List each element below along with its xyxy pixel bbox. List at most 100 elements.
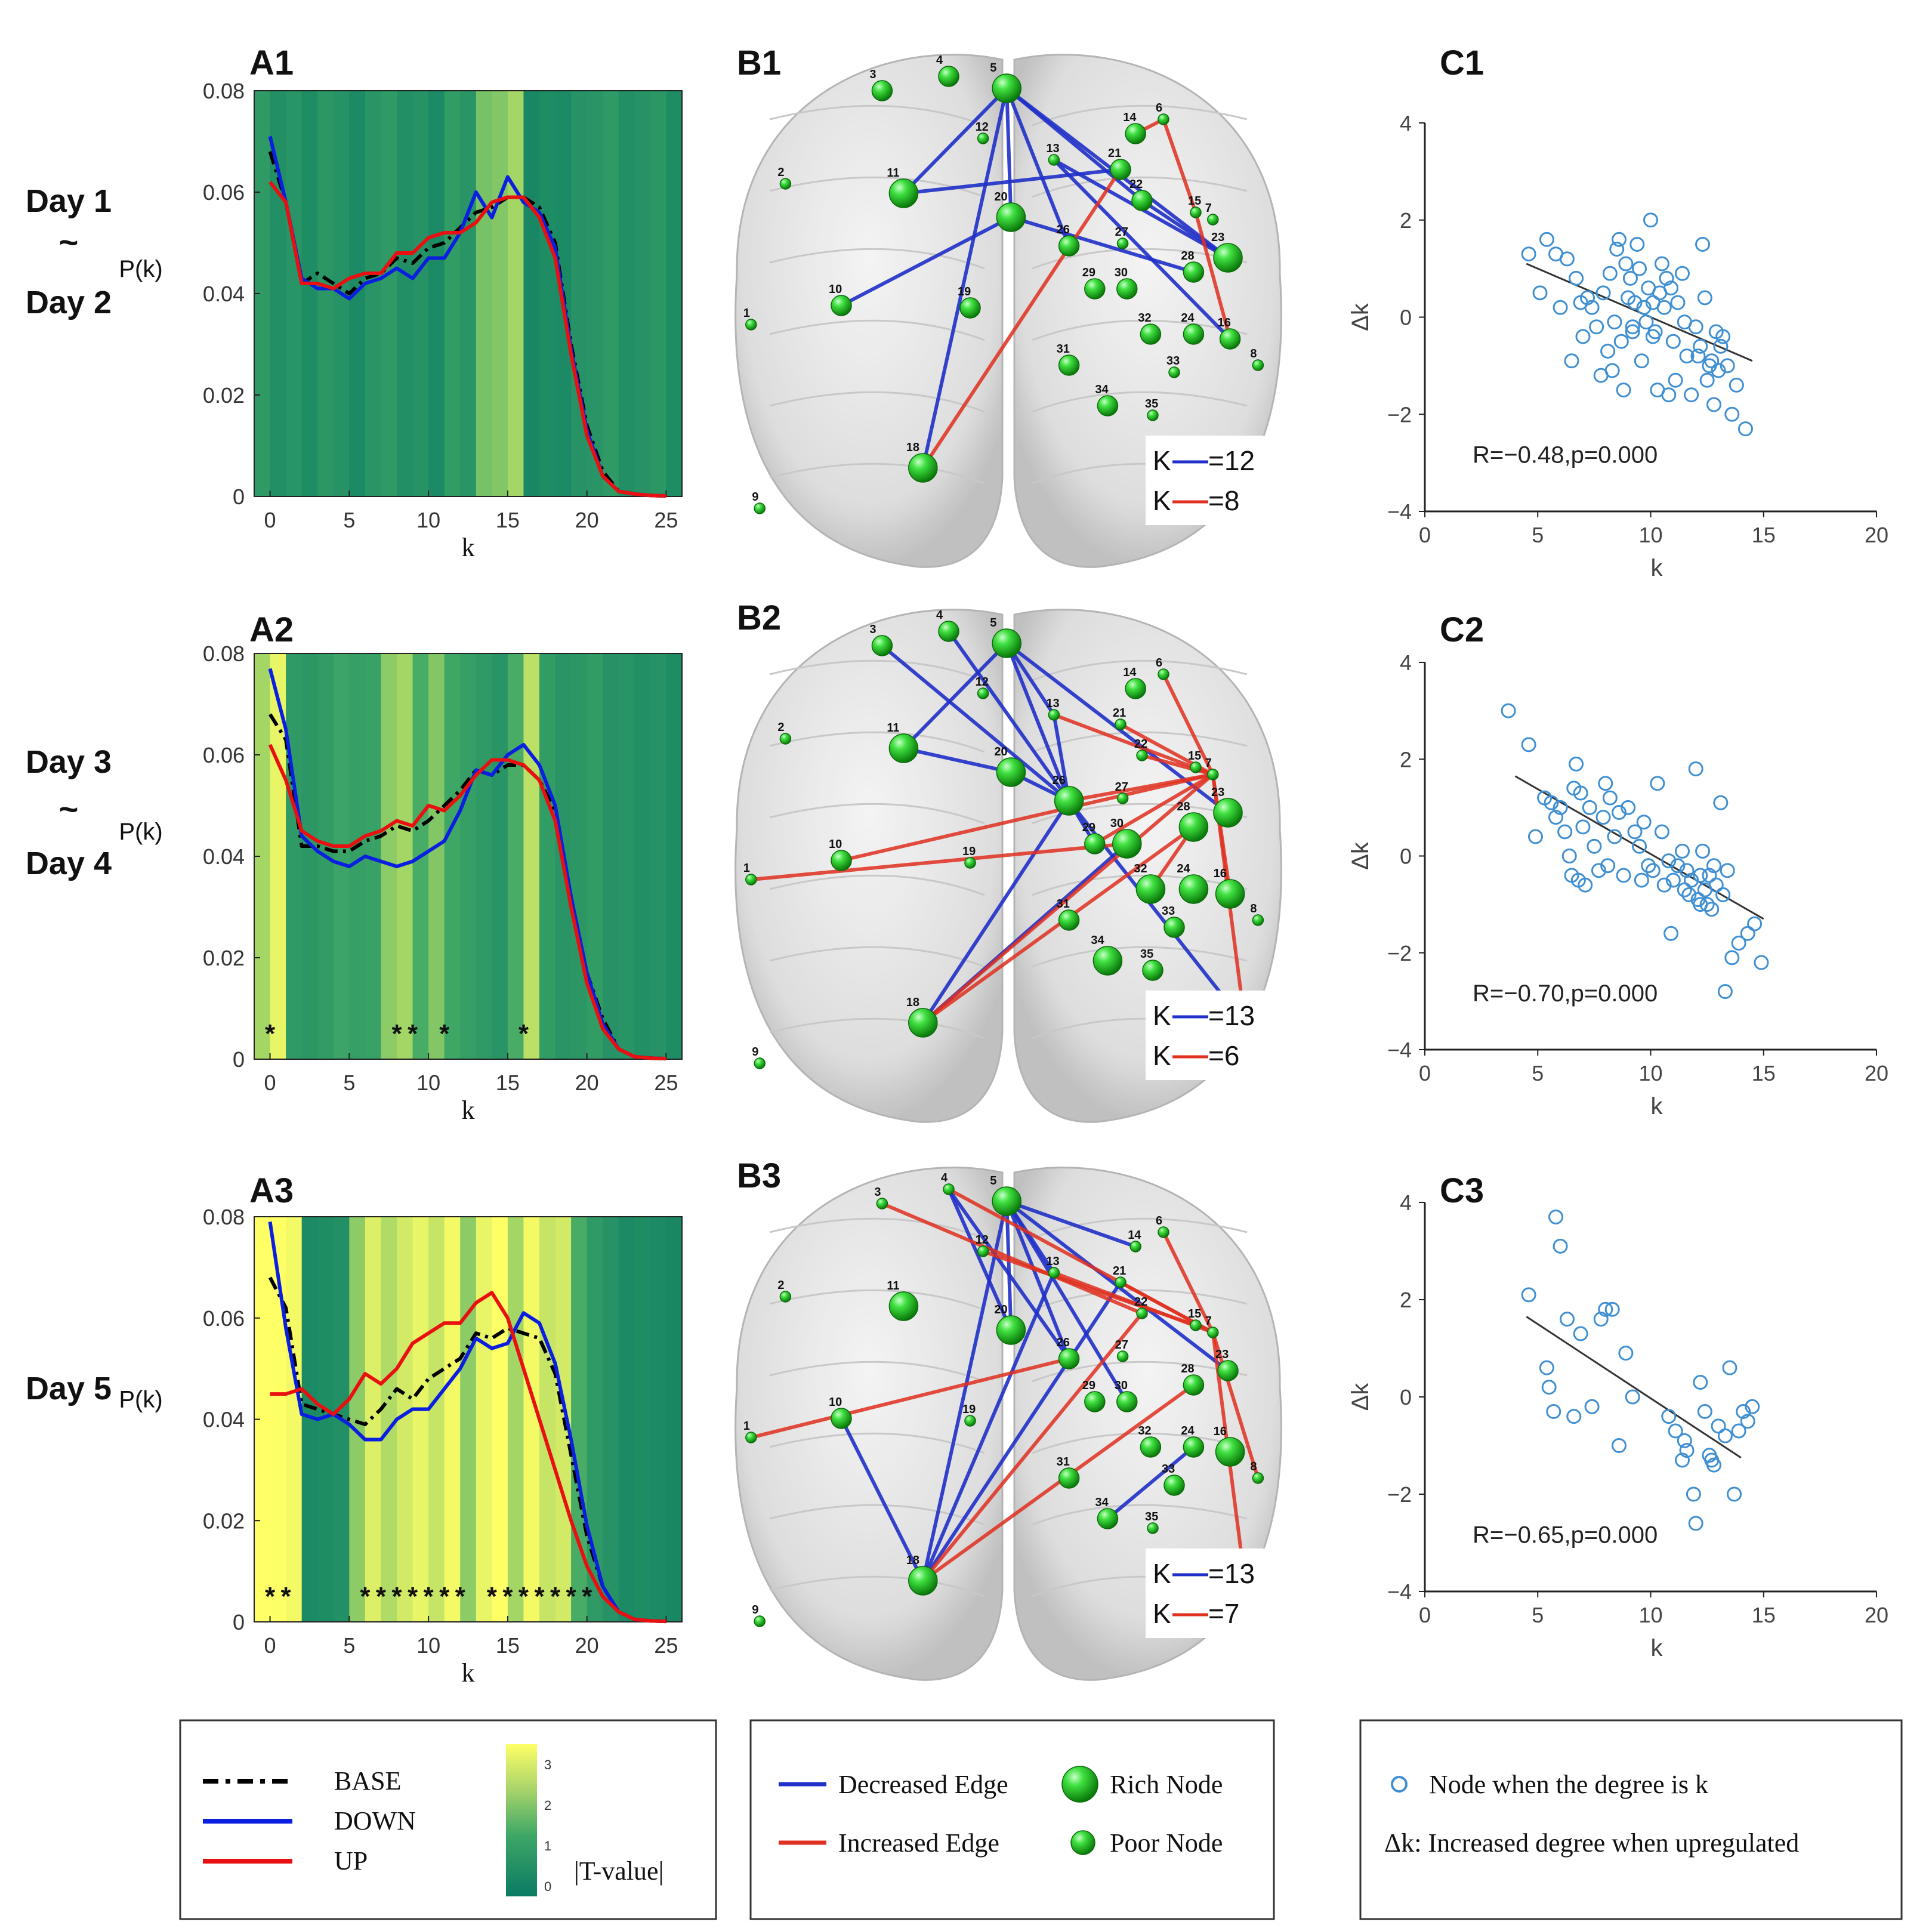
legend-label: Increased Edge	[838, 1828, 999, 1858]
y-axis-label: Δk	[1347, 1383, 1374, 1411]
network-node	[754, 502, 766, 514]
scatter-point	[1602, 790, 1618, 806]
colorbar-tick: 0	[544, 1879, 551, 1894]
legend-label: Decreased Edge	[838, 1770, 1008, 1799]
row-label-line: Day 4	[26, 846, 112, 881]
network-node	[1183, 323, 1205, 345]
network-node	[996, 757, 1026, 787]
panel-letter: C2	[1440, 610, 1484, 649]
scatter-point	[1688, 761, 1703, 776]
row-label-line: ~	[59, 790, 79, 828]
scatter-point	[1621, 800, 1636, 815]
increased-edge	[1194, 212, 1232, 340]
edge-count-k: K	[1153, 1000, 1171, 1031]
x-axis-label: k	[462, 1658, 475, 1688]
scatter-point	[1607, 829, 1622, 844]
scatter-point	[1661, 1409, 1677, 1424]
edge-count-decreased: =12	[1208, 445, 1255, 476]
node-label: 31	[1057, 1455, 1070, 1469]
network-node	[831, 1408, 852, 1429]
legend-rich-node	[1061, 1766, 1098, 1803]
network-node	[1048, 709, 1060, 721]
y-tick-label: −4	[1387, 1038, 1412, 1062]
heatmap-cell	[618, 653, 635, 1059]
decreased-edge	[1010, 215, 1195, 274]
network-node	[1054, 786, 1084, 816]
edge-count-k: K	[1153, 485, 1171, 516]
network-node	[779, 733, 792, 745]
network-node	[779, 178, 792, 190]
scatter-point	[1527, 829, 1543, 844]
brain-fold	[769, 731, 985, 753]
y-tick-label: 0	[1400, 1385, 1412, 1409]
node-label: 8	[1250, 902, 1257, 915]
scatter-point	[1521, 1287, 1536, 1303]
series-line-up	[268, 181, 666, 498]
node-label: 18	[906, 441, 919, 454]
x-axis-label: k	[462, 533, 475, 562]
scatter-point	[1720, 863, 1735, 878]
node-label: 24	[1181, 311, 1195, 325]
heatmap-cell	[397, 653, 413, 1059]
scatter-point	[1622, 270, 1638, 286]
heatmap-cell	[603, 91, 619, 496]
significance-star: *	[439, 1582, 450, 1611]
network-node	[1252, 359, 1264, 371]
decreased-edge	[1053, 158, 1232, 341]
series-line-base	[268, 713, 666, 1061]
scatter-point	[1612, 1438, 1627, 1453]
node-label: 26	[1057, 223, 1070, 236]
node-label: 28	[1181, 249, 1194, 263]
network-node	[1168, 366, 1180, 378]
network-node	[1252, 1472, 1264, 1484]
increased-edge	[921, 773, 1214, 1025]
scatter-point	[1613, 334, 1629, 349]
node-label: 6	[1156, 1214, 1162, 1227]
scatter-point	[1697, 1403, 1712, 1419]
significance-star: *	[519, 1019, 529, 1048]
x-tick-label: 20	[575, 1071, 599, 1095]
node-label: 20	[994, 745, 1007, 758]
network-node	[1140, 323, 1162, 345]
decreased-edge	[903, 168, 1121, 195]
network-node	[871, 80, 893, 101]
decreased-edge	[947, 630, 1071, 802]
network-node	[1058, 235, 1080, 257]
row-label-line: Day 2	[26, 285, 112, 320]
scatter-point	[1618, 1346, 1634, 1361]
scatter-point	[1521, 737, 1536, 752]
heatmap-cell	[571, 653, 588, 1059]
node-label: 22	[1129, 178, 1143, 191]
node-label: 35	[1145, 1510, 1158, 1523]
node-label: 5	[990, 616, 996, 630]
node-label: 4	[936, 54, 943, 67]
scatter-point	[1584, 300, 1600, 315]
heatmap-cell	[523, 1217, 540, 1622]
network-node	[779, 1291, 792, 1303]
scatter-point	[1578, 877, 1593, 893]
network-node	[754, 1615, 766, 1627]
node-label: 8	[1250, 347, 1257, 360]
network-node	[1178, 812, 1209, 842]
increased-edge	[1211, 1332, 1260, 1479]
scatter-point	[1575, 819, 1591, 835]
scatter-point	[1688, 1516, 1703, 1531]
scatter-point	[1708, 877, 1724, 893]
node-label: 35	[1145, 397, 1158, 411]
heatmap-cell	[270, 653, 286, 1059]
y-tick-label: −2	[1387, 941, 1412, 965]
edge-count-increased: =7	[1208, 1598, 1239, 1629]
network-node	[1158, 668, 1169, 680]
edge-count-k: K	[1153, 445, 1171, 476]
decreased-edge	[840, 215, 1012, 307]
node-label: 24	[1181, 1424, 1195, 1437]
node-label: 1	[743, 862, 750, 875]
significance-star: *	[487, 1582, 498, 1611]
brain-fold	[1032, 319, 1248, 341]
scatter-point	[1501, 703, 1516, 718]
legend-box	[749, 1719, 1275, 1920]
x-tick-label: 5	[1532, 1603, 1544, 1627]
node-label: 8	[1250, 1460, 1257, 1473]
